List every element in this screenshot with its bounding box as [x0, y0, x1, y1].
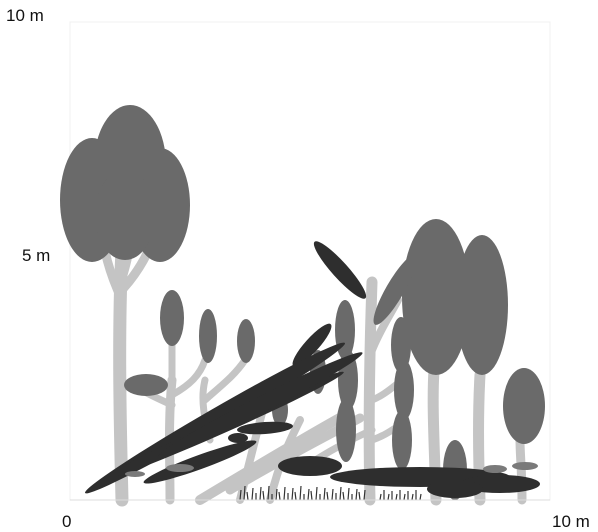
y-axis-mid-label: 5 m	[22, 246, 50, 266]
x-axis-right-label: 10 m	[552, 512, 590, 532]
y-axis-top-label: 10 m	[6, 6, 44, 26]
x-axis-left-label: 0	[62, 512, 71, 532]
